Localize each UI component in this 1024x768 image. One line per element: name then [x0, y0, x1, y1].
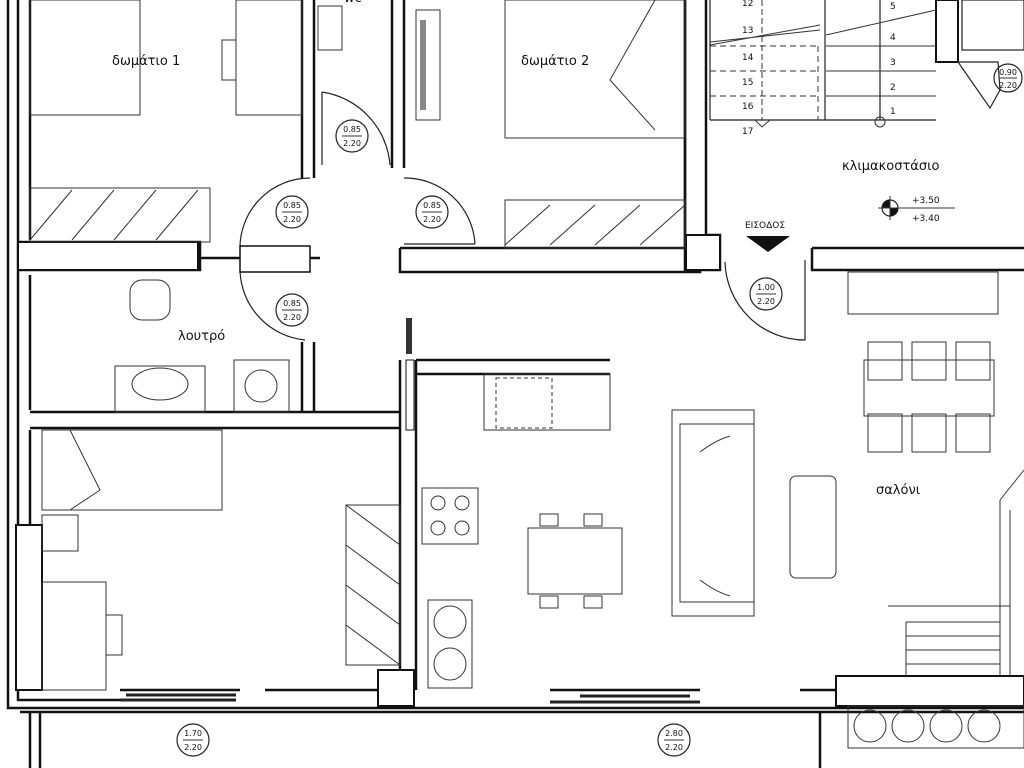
- stair-number: 16: [742, 102, 754, 112]
- stair-number: 1: [890, 107, 896, 117]
- svg-text:2.20: 2.20: [423, 215, 441, 224]
- door-swings: [120, 61, 1001, 704]
- svg-text:1.00: 1.00: [757, 283, 775, 292]
- svg-text:0.85: 0.85: [283, 201, 301, 210]
- stair-number: 12: [742, 0, 753, 9]
- stair-numbers-right: 5 4 3 2 1: [890, 2, 896, 117]
- entrance-label: ΕΙΣΟΔΟΣ: [745, 221, 785, 231]
- level-marker: +3.50 +3.40: [878, 196, 955, 224]
- door-tag: 0.90 2.20: [993, 63, 1023, 93]
- level-upper: +3.50: [912, 196, 940, 206]
- entrance-arrow-icon: [746, 236, 790, 252]
- stair-number: 14: [742, 53, 754, 63]
- stair-number: 17: [742, 127, 753, 137]
- svg-text:2.80: 2.80: [665, 729, 683, 738]
- svg-text:0.85: 0.85: [343, 125, 361, 134]
- walls: [6, 0, 1024, 768]
- stair-number: 13: [742, 26, 753, 36]
- door-tag: 1.00 2.20: [749, 277, 783, 311]
- stair-number: 4: [890, 33, 896, 43]
- svg-text:0.90: 0.90: [999, 68, 1017, 77]
- room-label-room1: δωμάτιο 1: [112, 54, 180, 69]
- level-lower: +3.40: [912, 214, 940, 224]
- staircase[interactable]: [709, 0, 937, 128]
- room-label-wc: wc: [344, 0, 362, 6]
- svg-text:2.20: 2.20: [665, 743, 683, 752]
- stair-numbers-left: 12 13 14 15 16 17: [742, 0, 754, 137]
- window-tag: 1.70 2.20: [176, 723, 210, 757]
- svg-text:2.20: 2.20: [343, 139, 361, 148]
- door-tag: 0.85 2.20: [275, 195, 309, 229]
- room-label-stairwell: κλιμακοστάσιο: [842, 159, 939, 174]
- svg-text:2.20: 2.20: [999, 81, 1017, 90]
- stair-number: 5: [890, 2, 896, 12]
- door-tag: 0.85 2.20: [415, 195, 449, 229]
- svg-text:2.20: 2.20: [184, 743, 202, 752]
- room-label-bathroom: λουτρό: [178, 329, 225, 344]
- stair-number: 15: [742, 78, 753, 88]
- svg-text:2.20: 2.20: [283, 313, 301, 322]
- room-label-room2: δωμάτιο 2: [521, 54, 589, 69]
- svg-text:0.85: 0.85: [423, 201, 441, 210]
- door-tag: 0.85 2.20: [335, 119, 369, 153]
- stair-number: 2: [890, 83, 896, 93]
- room-label-living: σαλόνι: [876, 483, 920, 498]
- svg-text:2.20: 2.20: [283, 215, 301, 224]
- entrance-marker: ΕΙΣΟΔΟΣ: [745, 221, 790, 252]
- stair-number: 3: [890, 58, 896, 68]
- svg-text:2.20: 2.20: [757, 297, 775, 306]
- svg-text:0.85: 0.85: [283, 299, 301, 308]
- door-tag: 0.85 2.20: [275, 293, 309, 327]
- furniture: [29, 0, 1024, 749]
- svg-text:1.70: 1.70: [184, 729, 202, 738]
- window-tag: 2.80 2.20: [657, 723, 691, 757]
